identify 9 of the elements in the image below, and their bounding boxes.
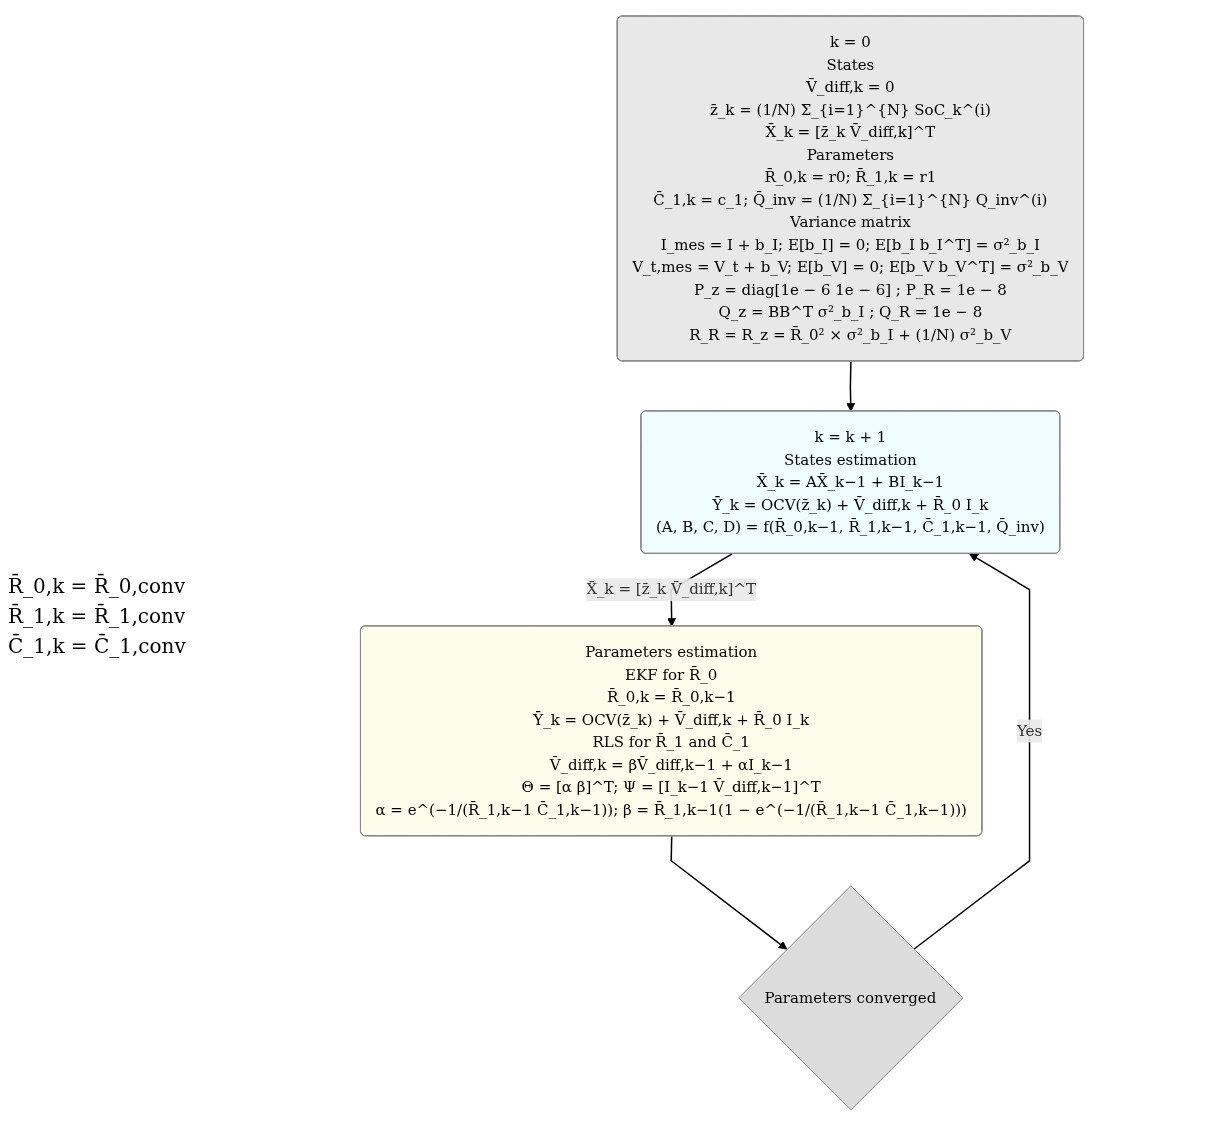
arrow xyxy=(913,553,1031,950)
edge-label: Yes xyxy=(1016,721,1043,740)
equation-note: R̄_0,k = R̄_0,conv xyxy=(8,574,187,598)
node-diamond: Parameters converged xyxy=(738,885,964,1111)
equation-note: C̄_1,k = C̄_1,conv xyxy=(8,634,187,658)
arrow xyxy=(846,360,856,412)
equation-note: R̄_1,k = R̄_1,conv xyxy=(8,604,187,628)
edge-label: X̄_k = [z̄_k V̄_diff,k]^T xyxy=(586,580,756,599)
arrow xyxy=(670,835,788,950)
